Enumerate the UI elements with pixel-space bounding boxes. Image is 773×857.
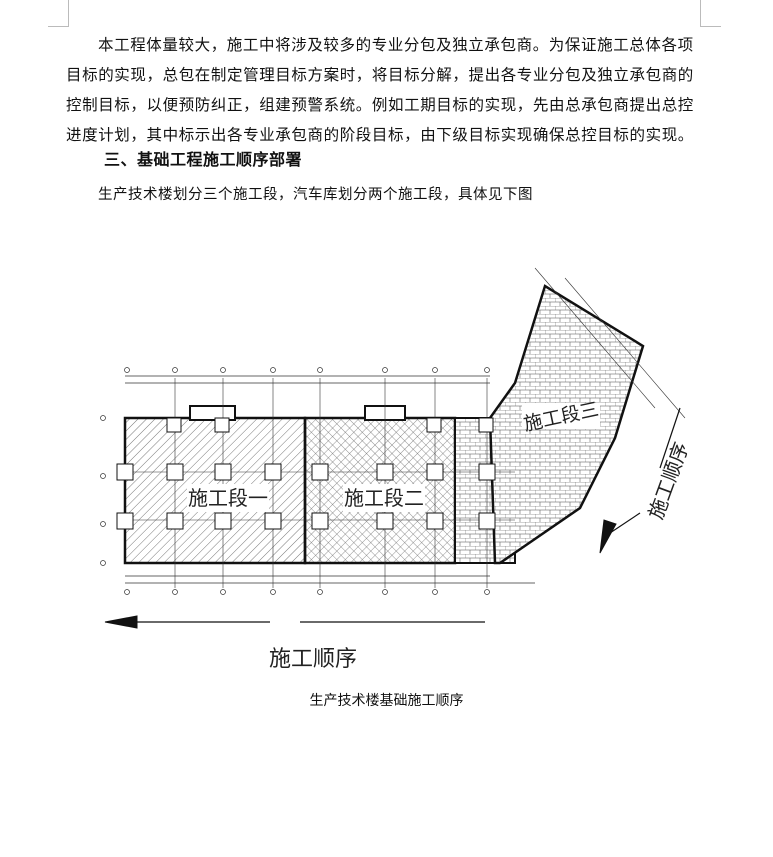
- page-corner-mark-right: [700, 0, 721, 27]
- column-footings: [116, 417, 496, 530]
- section-heading: 三、基础工程施工顺序部署: [104, 150, 303, 169]
- segment-1-label: 施工段一: [188, 486, 268, 510]
- body-paragraph: 本工程体量较大，施工中将涉及较多的专业分包及独立承包商。为保证施工总体各项 目标…: [66, 30, 706, 150]
- diagonal-order-arrow: [599, 407, 681, 554]
- horizontal-order-arrow: [104, 615, 485, 629]
- intro-sentence: 生产技术楼划分三个施工段，汽车库划分两个施工段，具体见下图: [98, 187, 533, 203]
- axis-markers: [100, 367, 490, 595]
- segment-2-label: 施工段二: [344, 486, 424, 510]
- foundation-plan-figure: 施工段一 施工段二 施工段三 施工顺序 施工顺序: [100, 267, 693, 672]
- dimension-lines: [125, 375, 535, 584]
- stair-core-1: [189, 405, 236, 421]
- segment-labels: 施工段一 施工段二 施工段三: [187, 398, 601, 512]
- paragraph-line-1: 本工程体量较大，施工中将涉及较多的专业分包及独立承包商。为保证施工总体各项: [98, 36, 694, 54]
- diagonal-order-label: 施工顺序: [643, 439, 693, 522]
- paragraph-line-4: 进度计划，其中标示出各专业承包商的阶段目标，由下级目标实现确保总控目标的实现。: [66, 126, 694, 144]
- horizontal-order-label: 施工顺序: [269, 647, 357, 672]
- page-corner-mark-left: [48, 0, 69, 27]
- figure-caption: 生产技术楼基础施工顺序: [309, 693, 464, 709]
- paragraph-line-3: 控制目标，以便预防纠正，组建预警系统。例如工期目标的实现，先由总承包商提出总控: [66, 96, 694, 114]
- paragraph-line-2: 目标的实现，总包在制定管理目标方案时，将目标分解，提出各专业分包及独立承包商的: [66, 66, 694, 84]
